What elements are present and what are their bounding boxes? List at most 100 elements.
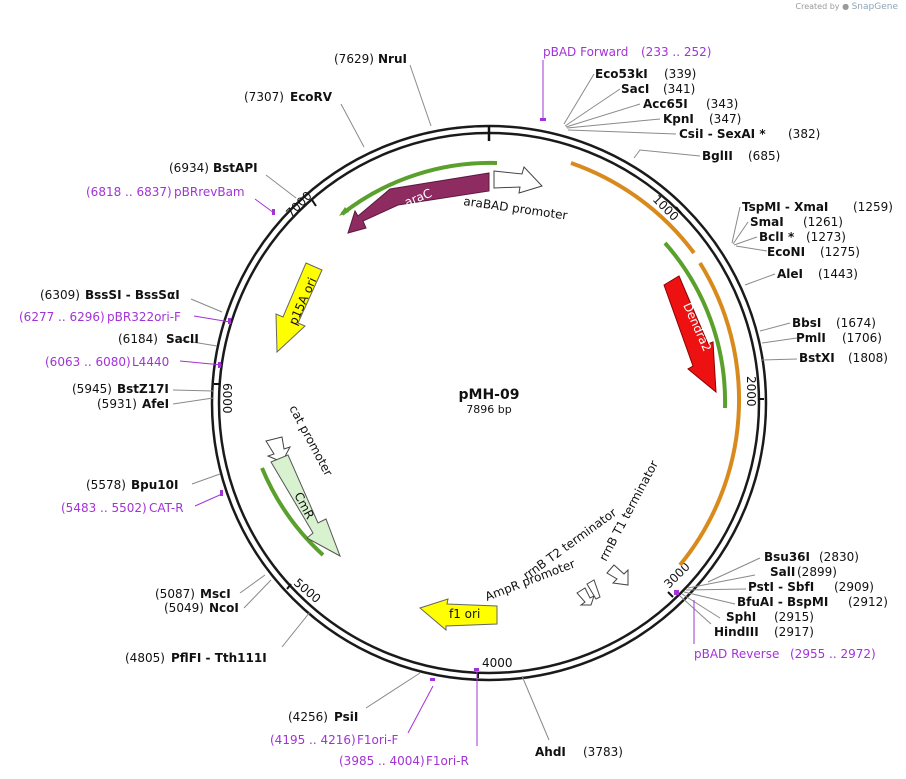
site-name-econi: EcoNI [767,245,805,259]
primer-name-f1ori-r: F1ori-R [426,754,469,768]
primer-labels: pBAD Forward (233 .. 252) (6818 .. 6837)… [19,45,876,768]
site-name-bstxi: BstXI [799,351,835,365]
site-name-ahdi: AhdI [535,745,566,759]
snapgene-logo-icon: ● [842,2,850,11]
site-name-bbsi: BbsI [792,316,821,330]
site-pos-pflfi: (4805) [125,651,165,665]
site-pos-ncoi: (5049) [164,601,204,615]
site-pos-hindiii: (2917) [774,625,814,639]
site-name-alei: AleI [777,267,803,281]
primer-range-f1ori-r: (3985 .. 4004) [339,754,425,768]
tick-label-6000: 6000 [220,383,234,414]
primer-name-l4440: L4440 [132,355,169,369]
site-pos-tspmi: (1259) [853,200,893,214]
feature-label-f1-ori: f1 ori [449,607,480,621]
tick-marks [214,126,764,678]
site-pos-alei: (1443) [818,267,858,281]
tick-7000 [311,199,317,207]
site-name-kpni: KpnI [663,112,694,126]
site-pos-bstapi: (6934) [169,161,209,175]
primer-name-f1ori-f: F1ori-F [357,733,398,747]
site-name-bstapi: BstAPI [213,161,258,175]
primer-range-pbad-reverse: (2955 .. 2972) [790,647,876,661]
primer-range-cat-r: (5483 .. 5502) [61,501,147,515]
cmr-orf-arc [260,467,325,557]
feature-dendra2: Dendra2 [663,275,717,394]
orf-arcs [260,160,742,567]
site-name-pmli: PmlI [796,331,826,345]
tick-label-7000: 7000 [283,189,314,220]
site-pos-smai: (1261) [803,215,843,229]
primer-name-cat-r: CAT-R [149,501,184,515]
primer-name-pbad-forward: pBAD Forward [543,45,628,59]
site-pos-psti: (2909) [834,580,874,594]
site-pos-bcli: (1273) [806,230,846,244]
site-pos-bpu10i: (5578) [86,478,126,492]
tick-5000 [286,583,292,590]
site-pos-bglii: (685) [748,149,780,163]
site-pos-nrui: (7629) [334,52,374,66]
site-name-acc65i: Acc65I [643,97,688,111]
site-name-sphi: SphI [726,610,756,624]
site-name-saci: SacI [621,82,649,96]
tick-label-2000: 2000 [744,376,758,407]
site-pos-kpni: (347) [709,112,741,126]
primer-name-pbad-reverse: pBAD Reverse [694,647,779,661]
site-name-pflfi: PflFI - Tth111I [171,651,267,665]
site-pos-msci: (5087) [155,587,195,601]
primer-name-pbrrevbam: pBRrevBam [174,185,245,199]
site-pos-afei: (5931) [97,397,137,411]
feature-label-arabad: araBAD promoter [463,194,569,222]
site-name-sali: SalI [770,565,795,579]
site-name-psii: PsiI [334,710,358,724]
site-pos-ahdi: (3783) [583,745,623,759]
dendra2-orf-arc [663,241,728,409]
site-name-bglii: BglII [702,149,733,163]
primer-range-f1ori-f: (4195 .. 4216) [270,733,356,747]
site-name-csii: CsiI - SexAI * [679,127,766,141]
site-pos-acc65i: (343) [706,97,738,111]
orange-arc-upper [570,161,696,255]
site-name-sacii: SacII [166,332,199,346]
site-pos-bfuai: (2912) [848,595,888,609]
arac-orf-arc [340,160,498,216]
site-pos-bstz17i: (5945) [72,382,112,396]
feature-label-cmr: CmR [291,490,317,522]
primer-range-l4440: (6063 .. 6080) [45,355,131,369]
primer-range-pbrrevbam: (6818 .. 6837) [86,185,172,199]
primer-leader-lines [179,60,695,746]
site-name-afei: AfeI [142,397,169,411]
feature-f1-ori: f1 ori [418,598,498,632]
credit-brand: SnapGene [851,2,898,12]
site-pos-sali: (2899) [797,565,837,579]
site-pos-bsu36i: (2830) [819,550,859,564]
site-name-nrui: NruI [378,52,407,66]
site-pos-pmli: (1706) [842,331,882,345]
site-name-tspmi: TspMI - XmaI [742,200,828,214]
site-pos-ecorv: (7307) [244,90,284,104]
primer-range-pbad-forward: (233 .. 252) [641,45,711,59]
site-labels: (7629) NruI (7307) EcoRV (6934) BstAPI (… [40,52,893,759]
plasmid-name: pMH-09 [459,387,520,403]
plasmid-length: 7896 bp [466,403,511,416]
site-pos-sphi: (2915) [774,610,814,624]
site-name-ecorv: EcoRV [290,90,333,104]
site-name-bcli: BclI * [759,230,795,244]
site-name-psti: PstI - SbfI [748,580,814,594]
site-pos-bstxi: (1808) [848,351,888,365]
site-name-msci: MscI [200,587,231,601]
orange-arc-lower [678,261,742,567]
site-name-bfuai: BfuAI - BspMI [737,595,828,609]
site-pos-bsssi: (6309) [40,288,80,302]
site-name-bsssi: BssSI - BssSαI [85,288,180,302]
site-name-smai: SmaI [750,215,784,229]
site-pos-sacii: (6184) [118,332,158,346]
site-pos-csii: (382) [788,127,820,141]
primer-range-pbr322ori: (6277 .. 6296) [19,310,105,324]
site-pos-saci: (341) [663,82,695,96]
site-pos-psii: (4256) [288,710,328,724]
site-pos-econi: (1275) [820,245,860,259]
site-pos-eco53ki: (339) [664,67,696,81]
site-name-bstz17i: BstZ17I [117,382,169,396]
